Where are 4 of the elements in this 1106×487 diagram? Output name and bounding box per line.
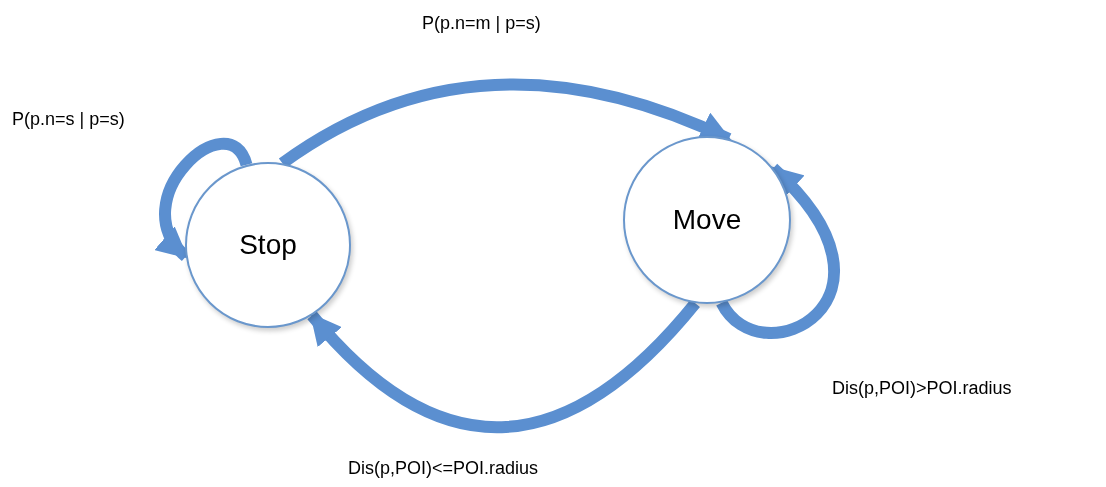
state-name: Move — [672, 203, 742, 237]
state-name: Stop — [239, 228, 297, 262]
curved-arrow — [716, 164, 840, 339]
curved-arrow — [155, 138, 252, 261]
